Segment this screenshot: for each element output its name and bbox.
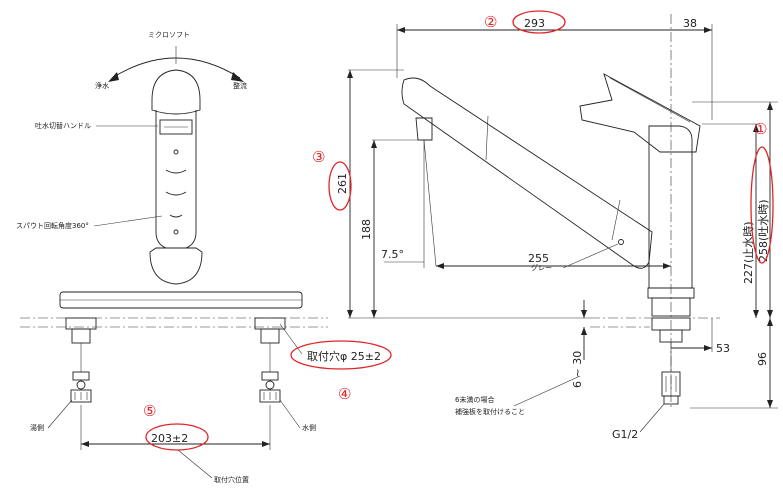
dim-height-stop: 227(止水時) — [742, 221, 755, 284]
dim-below-counter: 96 — [756, 352, 769, 366]
label-mount-hole-pos: 取付穴位置 — [214, 475, 249, 484]
label-jousui: 浄水 — [95, 81, 109, 90]
label-spout: スパウト回転角度360° — [16, 221, 89, 230]
rotation-arrow-left — [108, 72, 119, 82]
note-line1: 6未満の場合 — [455, 395, 494, 404]
marker-5: ⑤ — [143, 402, 156, 420]
label-mizu-side: 水側 — [302, 423, 316, 432]
marker-2-ring — [512, 10, 566, 34]
front-view: ミクロソフト 浄水 整流 吐水切替ハンドル スパウト回転角度360° — [16, 31, 392, 484]
dim-hole-pitch: 203±2 — [151, 432, 188, 445]
note-line2: 補強板を取付けること — [455, 407, 525, 416]
dim-height-flow: 258(吐水時) — [757, 199, 770, 262]
dim-counter-thickness: 6 ~ 30 — [571, 351, 584, 388]
dim-base-width: 53 — [716, 342, 730, 355]
marker-1-ring — [750, 146, 774, 264]
marker-4: ④ — [338, 385, 351, 403]
marker-1: ① — [754, 120, 767, 138]
front-faucet-body — [149, 69, 203, 285]
dim-spout-height: 188 — [360, 219, 373, 240]
dim-spout-reach: 255 — [528, 252, 549, 265]
label-yu-side: 湯側 — [30, 423, 44, 432]
marker-2: ② — [484, 13, 497, 31]
side-view: 293 38 261 188 7.5° 255 グレー — [328, 10, 778, 441]
label-handle: 吐水切替ハンドル — [35, 121, 91, 130]
dim-handle-offset: 38 — [683, 17, 697, 30]
label-gensui: 整流 — [233, 81, 247, 90]
rotation-arrow-right — [231, 72, 244, 82]
marker-3: ③ — [312, 148, 325, 166]
dim-angle: 7.5° — [381, 248, 404, 261]
marker-5-ring — [145, 423, 209, 451]
label-gray: グレー — [531, 263, 552, 272]
label-mikuro-soft: ミクロソフト — [148, 31, 190, 39]
dim-mount-hole: 取付穴φ 25±2 — [307, 349, 381, 363]
side-lever — [579, 73, 701, 153]
dim-height-total: 261 — [336, 173, 349, 194]
front-connector-cold — [254, 317, 286, 403]
marker-4-ring — [290, 340, 392, 370]
marker-3-ring — [328, 161, 352, 211]
dim-reach-total: 293 — [524, 17, 545, 30]
side-spout — [401, 77, 653, 269]
side-body — [648, 125, 693, 289]
front-connector-hot — [65, 317, 97, 403]
dim-thread: G1/2 — [612, 428, 638, 441]
